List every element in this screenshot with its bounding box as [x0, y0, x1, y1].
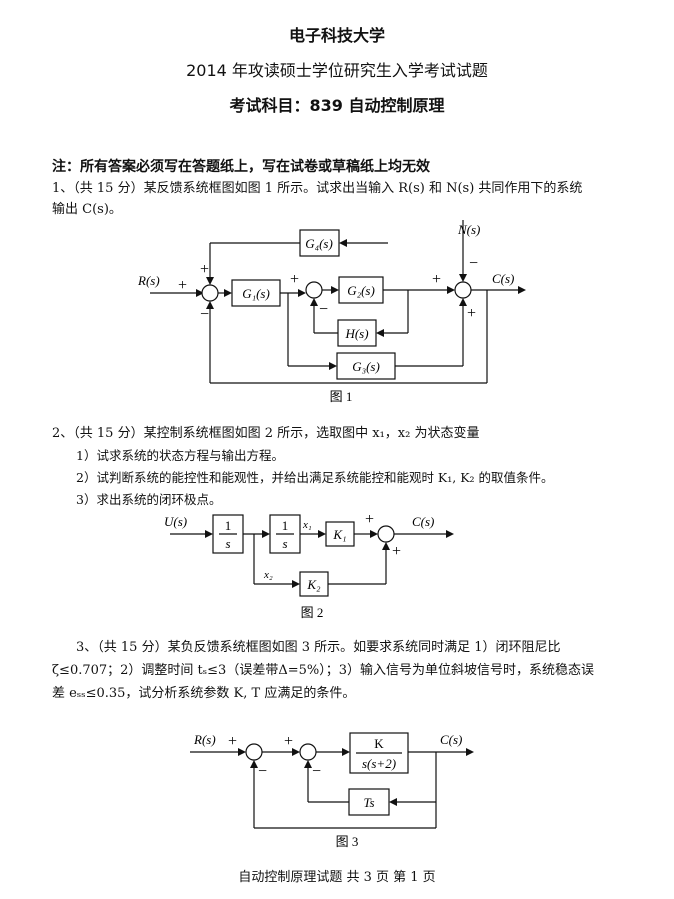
fig1-sign: + [178, 277, 187, 294]
fig2-caption: 图 2 [301, 605, 324, 620]
page-footer: 自动控制原理试题 共 3 页 第 1 页 [238, 870, 436, 885]
fig1-g3-block [336, 352, 396, 380]
fig1-g1-label: G₁(s) [242, 286, 270, 301]
fig1-g2-block [338, 276, 384, 304]
fig1-g4-label: G₄(s) [305, 236, 333, 251]
university-title: 电子科技大学 [288, 26, 385, 45]
exam-note: 注：所有答案必须写在答题纸上，写在试卷或草稿纸上均无效 [52, 159, 430, 175]
fig2-sign: + [392, 543, 401, 560]
fig2-x2-label: x₂ [263, 569, 273, 581]
fig3-r-label: R(s) [193, 732, 216, 747]
fig1-caption: 图 1 [330, 389, 353, 404]
fig1-g4-block [299, 229, 340, 257]
fig3-sign: − [312, 763, 321, 780]
exam-title: 2014 年攻读硕士学位研究生入学考试试题 [186, 61, 488, 80]
fig2-sign: + [365, 511, 374, 528]
q3-text-line3: 差 eₛₛ≤0.35，试分析系统参数 K, T 应满足的条件。 [52, 686, 356, 701]
q2-text-line1: 2、（共 15 分）某控制系统框图如图 2 所示，选取图中 x₁，x₂ 为状态变… [52, 426, 480, 441]
fig1-r-label: R(s) [137, 273, 160, 288]
fig1-sign: − [200, 306, 209, 323]
fig1-n-label: N(s) [457, 222, 480, 237]
fig2-num1: 1 [225, 518, 232, 533]
q1-text-line2: 输出 C(s)。 [52, 202, 122, 217]
q2-item-1: 1）试求系统的状态方程与输出方程。 [76, 448, 284, 463]
fig1-g3-label: G₃(s) [352, 359, 380, 374]
fig2-x1-label: x₁ [302, 519, 312, 531]
fig3-sign: + [228, 733, 237, 750]
fig1-g2-label: G₂(s) [347, 283, 375, 298]
q2-item-2: 2）试判断系统的能控性和能观性，并给出满足系统能控和能观时 K₁, K₂ 的取值… [76, 470, 554, 485]
fig2-u-label: U(s) [164, 514, 187, 529]
fig1-sign: + [432, 271, 441, 288]
q1-text-line1: 1、（共 15 分）某反馈系统框图如图 1 所示。试求出当输入 R(s) 和 N… [52, 181, 583, 196]
q3-text-line1: 3、（共 15 分）某负反馈系统框图如图 3 所示。如要求系统同时满足 1）闭环… [76, 640, 561, 655]
fig2-c-label: C(s) [412, 514, 434, 529]
fig3-den: s(s+2) [362, 756, 396, 771]
fig1-h-block [337, 319, 377, 347]
fig1-c-label: C(s) [492, 271, 514, 286]
fig2-den2: s [282, 536, 287, 551]
fig3-caption: 图 3 [336, 834, 359, 849]
fig3-sign: − [258, 763, 267, 780]
exam-subject: 考试科目：839 自动控制原理 [229, 96, 445, 115]
fig3-sum1 [245, 743, 263, 761]
fig1-sign: + [200, 261, 209, 278]
fig3-sign: + [284, 733, 293, 750]
fig2-k2-label: K₂ [306, 577, 321, 592]
fig3-sum2 [299, 743, 317, 761]
fig2-num2: 1 [282, 518, 289, 533]
fig1-h-label: H(s) [344, 326, 368, 341]
fig3-ts-label: Ts [363, 795, 374, 810]
fig3-ts-block [348, 788, 390, 816]
fig2-den1: s [225, 536, 230, 551]
fig3-c-label: C(s) [440, 732, 462, 747]
fig1-sign: + [467, 305, 476, 322]
fig1-sign: + [290, 271, 299, 288]
q2-item-3: 3）求出系统的闭环极点。 [76, 492, 222, 507]
fig2-k1-label: K₁ [332, 527, 346, 542]
fig1-g1-block [231, 279, 281, 307]
fig3-num: K [374, 736, 384, 751]
fig2-k1-block [325, 521, 355, 547]
q3-text-line2: ζ≤0.707；2）调整时间 tₛ≤3（误差带Δ=5%）；3）输入信号为单位斜坡… [52, 663, 595, 678]
fig1-sign: − [469, 255, 478, 272]
fig1-sign: − [319, 301, 328, 318]
